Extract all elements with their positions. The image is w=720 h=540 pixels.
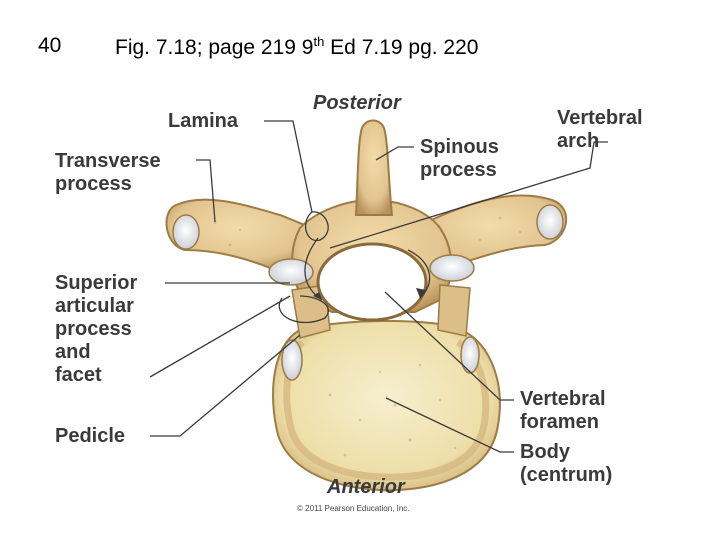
label-lamina: Lamina xyxy=(168,110,238,133)
left-transverse-facet xyxy=(173,215,199,249)
label-superior-line-5: facet xyxy=(55,364,137,387)
copyright-credit: © 2011 Pearson Education, Inc. xyxy=(297,504,409,513)
label-superior-line-3: process xyxy=(55,318,137,341)
label-vertebral-arch: Vertebral arch xyxy=(557,107,643,153)
orientation-posterior: Posterior xyxy=(313,92,401,115)
label-vertebral-foramen: Vertebral foramen xyxy=(520,388,606,434)
label-foramen-line-1: Vertebral xyxy=(520,388,606,411)
right-pedicle-shape xyxy=(438,285,470,336)
label-body-line-1: Body xyxy=(520,441,612,464)
label-superior-articular: Superior articular process and facet xyxy=(55,272,137,387)
label-spinous-line-1: Spinous xyxy=(420,136,499,159)
label-spinous-process: Spinous process xyxy=(420,136,499,182)
label-superior-line-2: articular xyxy=(55,295,137,318)
spinous-process-shape xyxy=(356,121,392,216)
label-arch-line-2: arch xyxy=(557,130,643,153)
label-pedicle: Pedicle xyxy=(55,425,125,448)
label-body: Body (centrum) xyxy=(520,441,612,487)
leader-lamina xyxy=(264,121,312,212)
right-transverse-facet xyxy=(537,205,563,239)
right-superior-facet xyxy=(430,255,474,281)
label-transverse-line-2: process xyxy=(55,173,161,196)
orientation-anterior: Anterior xyxy=(327,476,405,499)
label-foramen-line-2: foramen xyxy=(520,411,606,434)
vertebral-foramen-shape xyxy=(318,244,426,320)
right-inferior-facet xyxy=(461,337,479,373)
label-spinous-line-2: process xyxy=(420,159,499,182)
left-inferior-facet xyxy=(282,340,302,380)
label-superior-line-1: Superior xyxy=(55,272,137,295)
label-superior-line-4: and xyxy=(55,341,137,364)
label-body-line-2: (centrum) xyxy=(520,464,612,487)
label-arch-line-1: Vertebral xyxy=(557,107,643,130)
label-transverse-line-1: Transverse xyxy=(55,150,161,173)
leader-facet xyxy=(150,296,290,377)
label-transverse-process: Transverse process xyxy=(55,150,161,196)
